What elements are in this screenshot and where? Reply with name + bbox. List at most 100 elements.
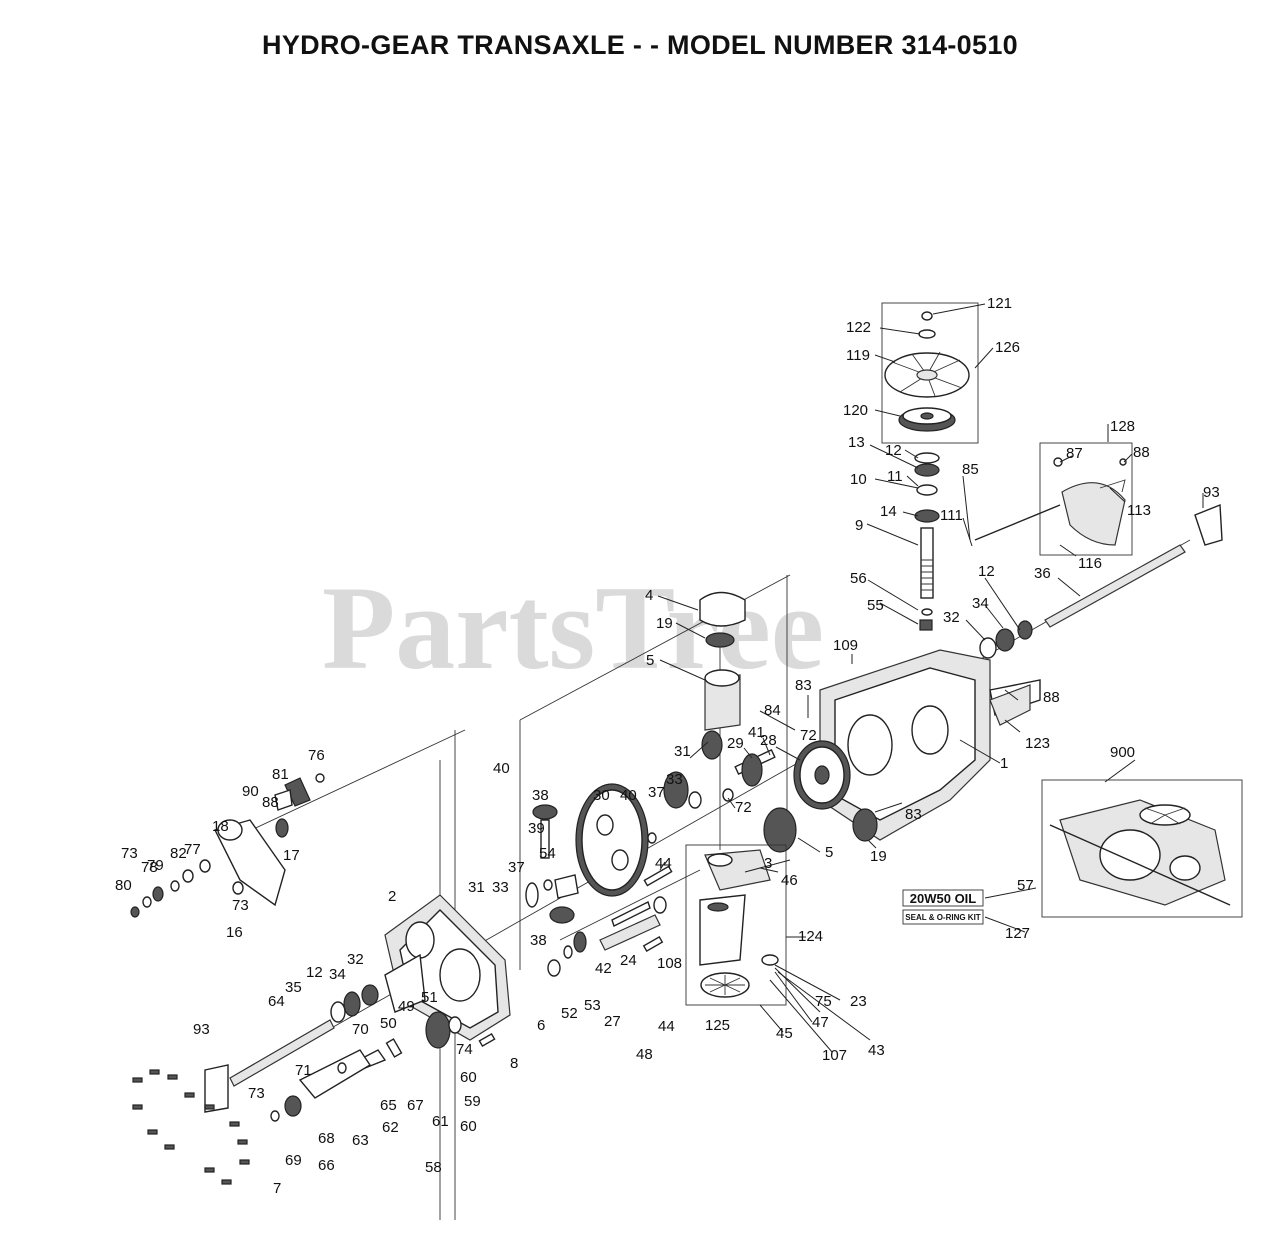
callout: 10 — [850, 471, 867, 488]
gear-30 — [575, 783, 649, 897]
callout: 59 — [464, 1093, 481, 1110]
callout: 43 — [868, 1042, 885, 1059]
page-title: HYDRO-GEAR TRANSAXLE - - MODEL NUMBER 31… — [262, 30, 1018, 60]
inset-assembly-900 — [1041, 779, 1243, 918]
gear-28 — [793, 740, 851, 810]
callout: 46 — [781, 872, 798, 889]
callout: 32 — [943, 609, 960, 626]
callout: 107 — [822, 1047, 847, 1064]
callout: 75 — [815, 993, 832, 1010]
callout: 69 — [285, 1152, 302, 1169]
svg-text:SEAL & O-RING KIT: SEAL & O-RING KIT — [905, 913, 981, 922]
callout: 29 — [727, 735, 744, 752]
callout: 78 — [141, 859, 158, 876]
callout: 54 — [539, 845, 556, 862]
callout: 108 — [657, 955, 682, 972]
callout: 30 — [593, 787, 610, 804]
callout: 60 — [460, 1069, 477, 1086]
callout: 38 — [532, 787, 549, 804]
callout: 36 — [1034, 565, 1051, 582]
watermark-text: PartsTree — [322, 561, 824, 694]
left-housing — [384, 894, 511, 1041]
callout: 31 — [674, 743, 691, 760]
callout: 85 — [962, 461, 979, 478]
callout: 50 — [380, 1015, 397, 1032]
callout: 87 — [1066, 445, 1083, 462]
callout: 900 — [1110, 744, 1135, 761]
callout: 88 — [1043, 689, 1060, 706]
fan-pulley-group — [881, 302, 979, 444]
callout: 45 — [776, 1025, 793, 1042]
callout: 73 — [232, 897, 249, 914]
callout: 51 — [421, 989, 438, 1006]
callout: 71 — [295, 1062, 312, 1079]
callout: 73 — [121, 845, 138, 862]
callout: 124 — [798, 928, 823, 945]
callout: 49 — [398, 998, 415, 1015]
callout: 109 — [833, 637, 858, 654]
bracket-123 — [989, 684, 1031, 726]
control-arm-group — [130, 773, 325, 918]
callout: 113 — [1127, 502, 1151, 519]
callout: 31 — [468, 879, 485, 896]
callout-numbers: 121 122 119 126 120 13 12 11 10 14 9 128… — [115, 295, 1220, 1197]
callout: 18 — [212, 818, 229, 835]
callout: 128 — [1110, 418, 1135, 435]
callout: 44 — [658, 1018, 675, 1035]
callout: 88 — [1133, 444, 1150, 461]
callout: 60 — [460, 1118, 477, 1135]
callout: 13 — [848, 434, 865, 451]
callout: 58 — [425, 1159, 442, 1176]
callout: 8 — [510, 1055, 518, 1072]
callout: 62 — [382, 1119, 399, 1136]
callout: 65 — [380, 1097, 397, 1114]
callout: 93 — [193, 1021, 210, 1038]
callout: 68 — [318, 1130, 335, 1147]
callout: 12 — [306, 964, 323, 981]
callout: 127 — [1005, 925, 1030, 942]
left-bracket-and-bolts — [132, 1064, 250, 1185]
callout: 122 — [846, 319, 871, 336]
callout: 27 — [604, 1013, 621, 1030]
callout: 16 — [226, 924, 243, 941]
callout: 55 — [867, 597, 884, 614]
callout: 74 — [456, 1041, 473, 1058]
callout: 6 — [537, 1017, 545, 1034]
callout: 28 — [760, 732, 777, 749]
callout: 39 — [528, 820, 545, 837]
callout: 63 — [352, 1132, 369, 1149]
callout: 61 — [432, 1113, 449, 1130]
callout: 125 — [705, 1017, 730, 1034]
fan-icon — [884, 351, 970, 398]
callout: 81 — [272, 766, 289, 783]
bearing-19-right — [852, 808, 878, 842]
callout: 70 — [352, 1021, 369, 1038]
cover-group — [1039, 442, 1133, 556]
callout: 93 — [1203, 484, 1220, 501]
callout: 37 — [648, 784, 665, 801]
callout: 35 — [285, 979, 302, 996]
center-pump — [699, 591, 746, 731]
callout: 38 — [530, 932, 547, 949]
callout: 72 — [735, 799, 752, 816]
callout: 57 — [1017, 877, 1034, 894]
filter-icon — [700, 972, 750, 998]
left-axle-stack — [229, 984, 379, 1087]
callout: 126 — [995, 339, 1020, 356]
callout: 5 — [646, 652, 654, 669]
callout: 47 — [812, 1014, 829, 1031]
callout: 12 — [978, 563, 995, 580]
callout: 12 — [885, 442, 902, 459]
svg-text:20W50 OIL: 20W50 OIL — [910, 891, 977, 906]
callout: 121 — [987, 295, 1012, 312]
callout: 67 — [407, 1097, 424, 1114]
callout: 34 — [972, 595, 989, 612]
bevel-gear-stack — [525, 804, 579, 924]
input-shaft-stack — [914, 452, 940, 631]
washer-40 — [647, 832, 657, 844]
callout: 120 — [843, 402, 868, 419]
callout: 19 — [656, 615, 673, 632]
callout: 34 — [329, 966, 346, 983]
callout: 77 — [184, 841, 201, 858]
callout: 1 — [1000, 755, 1008, 772]
